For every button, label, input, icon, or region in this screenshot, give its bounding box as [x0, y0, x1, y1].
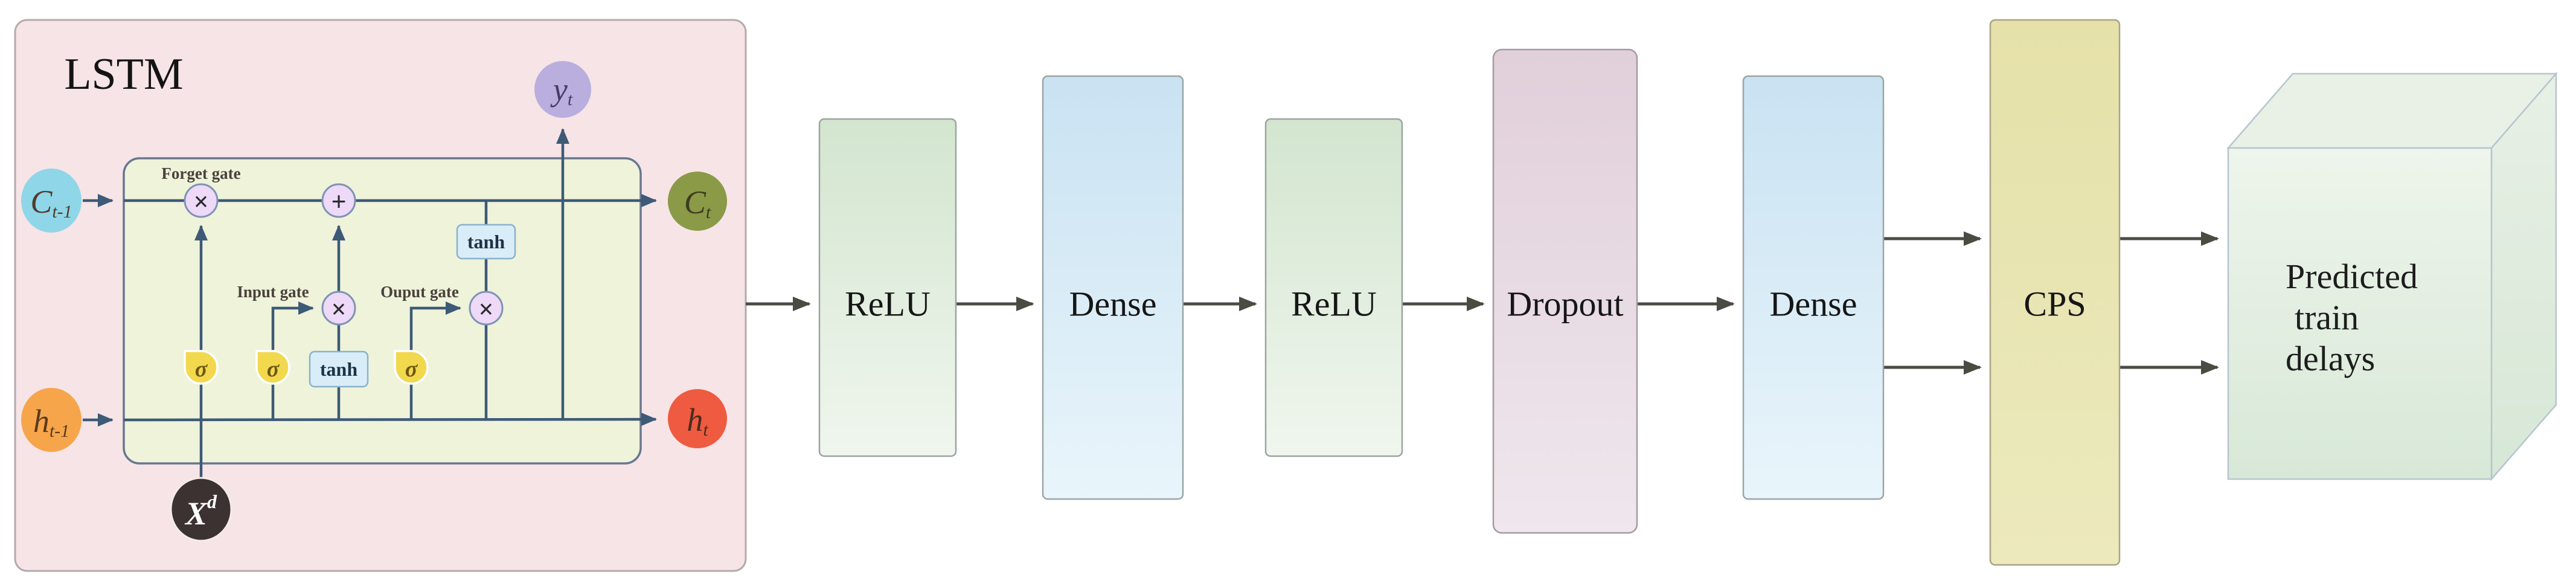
input-multiply-symbol: × — [331, 295, 346, 324]
add-icon — [321, 183, 356, 218]
dropout-block — [1492, 48, 1638, 534]
output-gate-label: Ouput gate — [380, 283, 459, 301]
forget-multiply-icon — [184, 183, 219, 218]
output-multiply-symbol: × — [478, 295, 493, 324]
forget-multiply-symbol: × — [193, 187, 208, 217]
cube-line-2: train — [2295, 298, 2359, 337]
tanh-label-cell: tanh — [467, 231, 505, 253]
y-out-node — [534, 61, 591, 118]
output-cube: Predicted train delays — [2226, 71, 2558, 482]
add-symbol: + — [331, 187, 346, 217]
dense2-block — [1742, 75, 1885, 500]
x-input-node — [170, 477, 232, 542]
c-prev-node — [21, 169, 82, 233]
input-multiply-icon — [321, 291, 356, 326]
relu1-label: ReLU — [845, 285, 931, 324]
pipeline-arrows — [746, 231, 2219, 375]
output-multiply-icon — [469, 291, 504, 326]
c-prev-label: Ct-1 — [30, 184, 72, 222]
pipeline-blocks: ReLU Dense ReLU Dropout Dense CPS — [818, 19, 2121, 566]
h-next-label: ht — [687, 402, 708, 440]
sigma-symbol: σ — [195, 356, 208, 382]
dense1-block — [1042, 75, 1184, 500]
relu2-label: ReLU — [1291, 285, 1377, 324]
tanh-boxes: tanh tanh — [309, 224, 516, 388]
cps-label: CPS — [2023, 285, 2086, 324]
forget-gate-label: Forget gate — [161, 164, 240, 182]
dense1-label: Dense — [1069, 285, 1157, 324]
sigma-forget: σ — [184, 350, 219, 385]
tanh-label-candidate: tanh — [320, 358, 357, 380]
sigma-symbol: σ — [405, 356, 418, 382]
relu1-block — [818, 118, 957, 457]
c-next-node — [668, 172, 727, 231]
sigma-icon — [255, 350, 290, 385]
lstm-block: LSTM tanh tanh σ — [14, 19, 747, 572]
gate-operators: × + × × — [184, 183, 504, 326]
sigma-units: σ σ σ — [184, 350, 429, 385]
y-out-label: yt — [550, 71, 573, 109]
cube-line-3: delays — [2286, 339, 2375, 378]
cube-text: Predicted train delays — [2286, 257, 2418, 378]
h-next-node — [668, 389, 727, 448]
wire-h-line — [123, 413, 657, 427]
h-prev-label: ht-1 — [33, 403, 69, 441]
sigma-output: σ — [394, 350, 429, 385]
x-input-label: Xd — [184, 491, 217, 532]
tanh-box-candidate — [309, 350, 369, 388]
lstm-title: LSTM — [64, 50, 183, 99]
tanh-box-cell — [456, 224, 516, 260]
sigma-symbol: σ — [267, 356, 280, 382]
dense2-label: Dense — [1770, 285, 1857, 324]
lstm-nodes: Ct-1 ht-1 Ct ht yt Xd — [21, 61, 727, 542]
sigma-input: σ — [255, 350, 290, 385]
sigma-icon — [394, 350, 429, 385]
cube-front-face — [2227, 147, 2493, 480]
sigma-icon — [184, 350, 219, 385]
cps-block — [1989, 19, 2121, 566]
h-prev-node — [21, 388, 82, 452]
cube-line-1: Predicted — [2286, 257, 2418, 296]
relu2-block — [1264, 118, 1403, 457]
c-next-label: Ct — [684, 184, 711, 222]
dropout-label: Dropout — [1507, 285, 1623, 324]
input-gate-label: Input gate — [237, 283, 309, 301]
